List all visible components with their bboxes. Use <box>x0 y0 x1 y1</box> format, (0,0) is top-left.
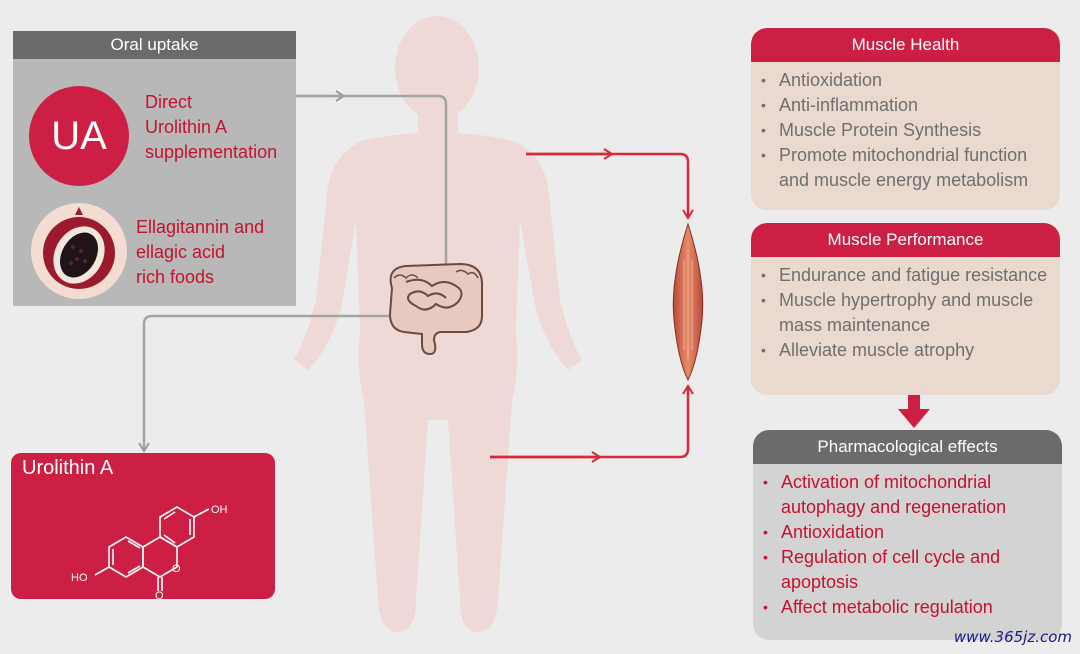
ua-circle: UA <box>29 86 129 186</box>
list-item: Alleviate muscle atrophy <box>761 338 1050 363</box>
urolithin-a-panel: Urolithin A OH HO O O <box>11 453 275 599</box>
intestine-icon <box>388 262 483 356</box>
list-item: Activation of mitochondrial autophagy an… <box>763 470 1052 520</box>
pharmacological-effects-body: Activation of mitochondrial autophagy an… <box>753 464 1062 620</box>
direct-line-3: supplementation <box>145 142 278 162</box>
carbonyl-oxygen-label: O <box>155 590 164 599</box>
muscle-health-title: Muscle Health <box>751 28 1060 62</box>
direct-line-2: Urolithin A <box>145 117 228 137</box>
pharmacological-effects-list: Activation of mitochondrial autophagy an… <box>763 470 1052 620</box>
direct-line-1: Direct <box>145 92 193 112</box>
oh-label-top: OH <box>211 504 228 516</box>
pomegranate-icon <box>31 203 127 299</box>
muscle-health-body: Antioxidation Anti-inflammation Muscle P… <box>751 62 1060 193</box>
direct-supplementation-text: Direct Urolithin A supplementation <box>145 90 305 165</box>
list-item: Antioxidation <box>763 520 1052 545</box>
muscle-icon <box>672 222 704 382</box>
list-item: Anti-inflammation <box>761 93 1050 118</box>
pharmacological-effects-panel: Pharmacological effects Activation of mi… <box>753 430 1062 640</box>
ring-oxygen-label: O <box>172 563 181 575</box>
oral-uptake-title: Oral uptake <box>13 31 296 59</box>
muscle-performance-body: Endurance and fatigue resistance Muscle … <box>751 257 1060 363</box>
muscle-performance-title: Muscle Performance <box>751 223 1060 257</box>
ellagitannin-foods-text: Ellagitannin and ellagic acid rich foods <box>136 215 296 290</box>
list-item: Promote mitochondrial function and muscl… <box>761 143 1050 193</box>
list-item: Muscle hypertrophy and muscle mass maint… <box>761 288 1050 338</box>
list-item: Endurance and fatigue resistance <box>761 263 1050 288</box>
human-silhouette <box>294 16 582 632</box>
list-item: Regulation of cell cycle and apoptosis <box>763 545 1052 595</box>
urolithin-a-title: Urolithin A <box>22 457 114 479</box>
list-item: Antioxidation <box>761 68 1050 93</box>
foods-line-2: ellagic acid <box>136 242 226 262</box>
urolithin-structure: OH HO O O <box>71 504 228 599</box>
pharmacological-effects-title: Pharmacological effects <box>753 430 1062 464</box>
muscle-performance-list: Endurance and fatigue resistance Muscle … <box>761 263 1050 363</box>
foods-line-3: rich foods <box>136 267 215 287</box>
oral-uptake-panel: Oral uptake UA Direct Urolithin A supple… <box>13 31 296 306</box>
foods-line-1: Ellagitannin and <box>136 217 265 237</box>
list-item: Muscle Protein Synthesis <box>761 118 1050 143</box>
gray-connectors <box>138 90 448 453</box>
muscle-health-panel: Muscle Health Antioxidation Anti-inflamm… <box>751 28 1060 210</box>
muscle-health-list: Antioxidation Anti-inflammation Muscle P… <box>761 68 1050 193</box>
down-arrow <box>898 395 930 428</box>
watermark-text: www.365jz.com <box>953 628 1072 646</box>
red-connectors <box>490 148 694 463</box>
ho-label-left: HO <box>71 572 88 584</box>
muscle-performance-panel: Muscle Performance Endurance and fatigue… <box>751 223 1060 395</box>
list-item: Affect metabolic regulation <box>763 595 1052 620</box>
